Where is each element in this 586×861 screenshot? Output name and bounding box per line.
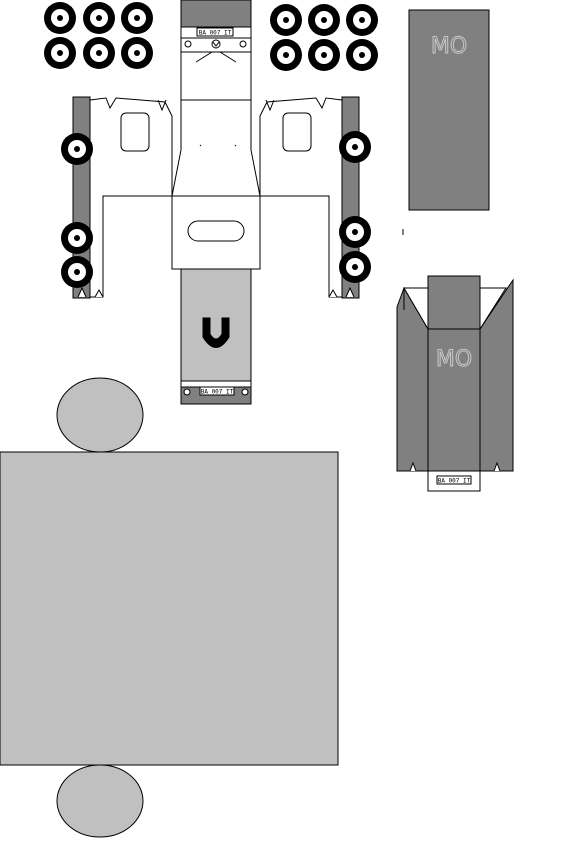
wheel-icon (270, 4, 302, 36)
wheel-icon (346, 4, 378, 36)
wheel-icon (44, 37, 76, 69)
wheel-icon (339, 216, 371, 248)
wheel-icon (61, 133, 93, 165)
front-license-plate: BA 007 IT (199, 30, 232, 37)
wheel-icon (121, 37, 153, 69)
cargo-box-net: MO BA 007 IT (396, 275, 514, 492)
box-license-plate: BA 007 IT (438, 478, 471, 485)
roof-panel: MO (402, 9, 490, 235)
wheel-icon (308, 39, 340, 71)
roof-logo: MO (431, 34, 467, 59)
wheel-icon (61, 256, 93, 288)
chassis-wheels (61, 131, 371, 288)
spare-wheels (44, 2, 378, 71)
wheel-icon (308, 4, 340, 36)
cab-chassis-net: BA 007 IT BA 007 IT (72, 0, 360, 405)
wheel-icon (339, 251, 371, 283)
box-logo: MO (436, 347, 472, 372)
wheel-icon (61, 222, 93, 254)
base-plate (0, 377, 339, 838)
wheel-icon (83, 2, 115, 34)
rear-license-plate: BA 007 IT (201, 389, 234, 396)
wheel-icon (44, 2, 76, 34)
wheel-icon (270, 39, 302, 71)
wheel-icon (346, 39, 378, 71)
wheel-icon (339, 131, 371, 163)
wheel-icon (83, 37, 115, 69)
wheel-icon (121, 2, 153, 34)
